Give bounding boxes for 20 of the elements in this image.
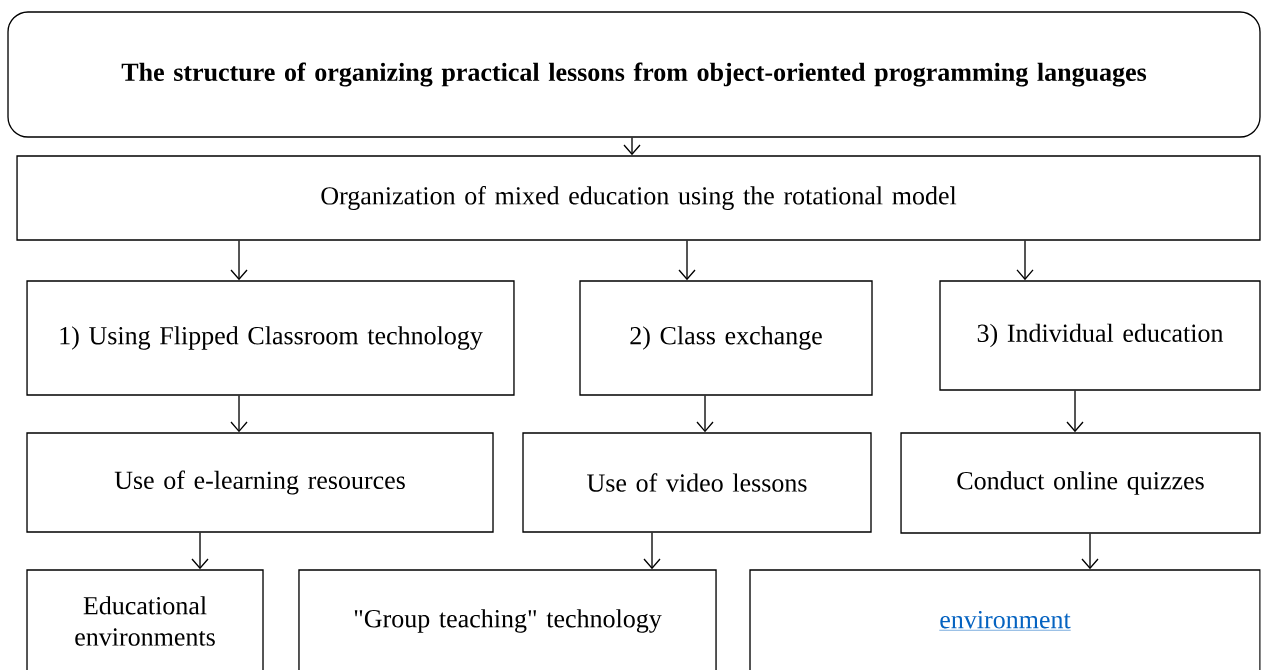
title-box: The structure of organizing practical lessons from object-oriented programming languages <box>7 11 1261 138</box>
arrow <box>191 531 209 570</box>
arrow <box>696 395 714 433</box>
arrow <box>678 240 696 281</box>
arrow <box>1066 390 1084 433</box>
process-box: 3) Individual education <box>939 280 1261 391</box>
process-box: Educational environments <box>26 569 264 670</box>
arrow <box>230 240 248 281</box>
arrow <box>1081 533 1099 570</box>
arrow <box>643 531 661 570</box>
process-box: Organization of mixed education using the rotational model <box>16 155 1261 241</box>
process-box: Conduct online quizzes <box>900 432 1261 534</box>
process-box: 2) Class exchange <box>579 280 873 396</box>
arrow <box>1016 240 1034 281</box>
process-box: Use of e-learning resources <box>26 432 494 533</box>
process-box: 1) Using Flipped Classroom technology <box>26 280 515 396</box>
process-box: "Group teaching" technology <box>298 569 717 670</box>
process-box: environment <box>749 569 1261 670</box>
process-box: Use of video lessons <box>522 432 872 533</box>
arrow <box>230 395 248 433</box>
